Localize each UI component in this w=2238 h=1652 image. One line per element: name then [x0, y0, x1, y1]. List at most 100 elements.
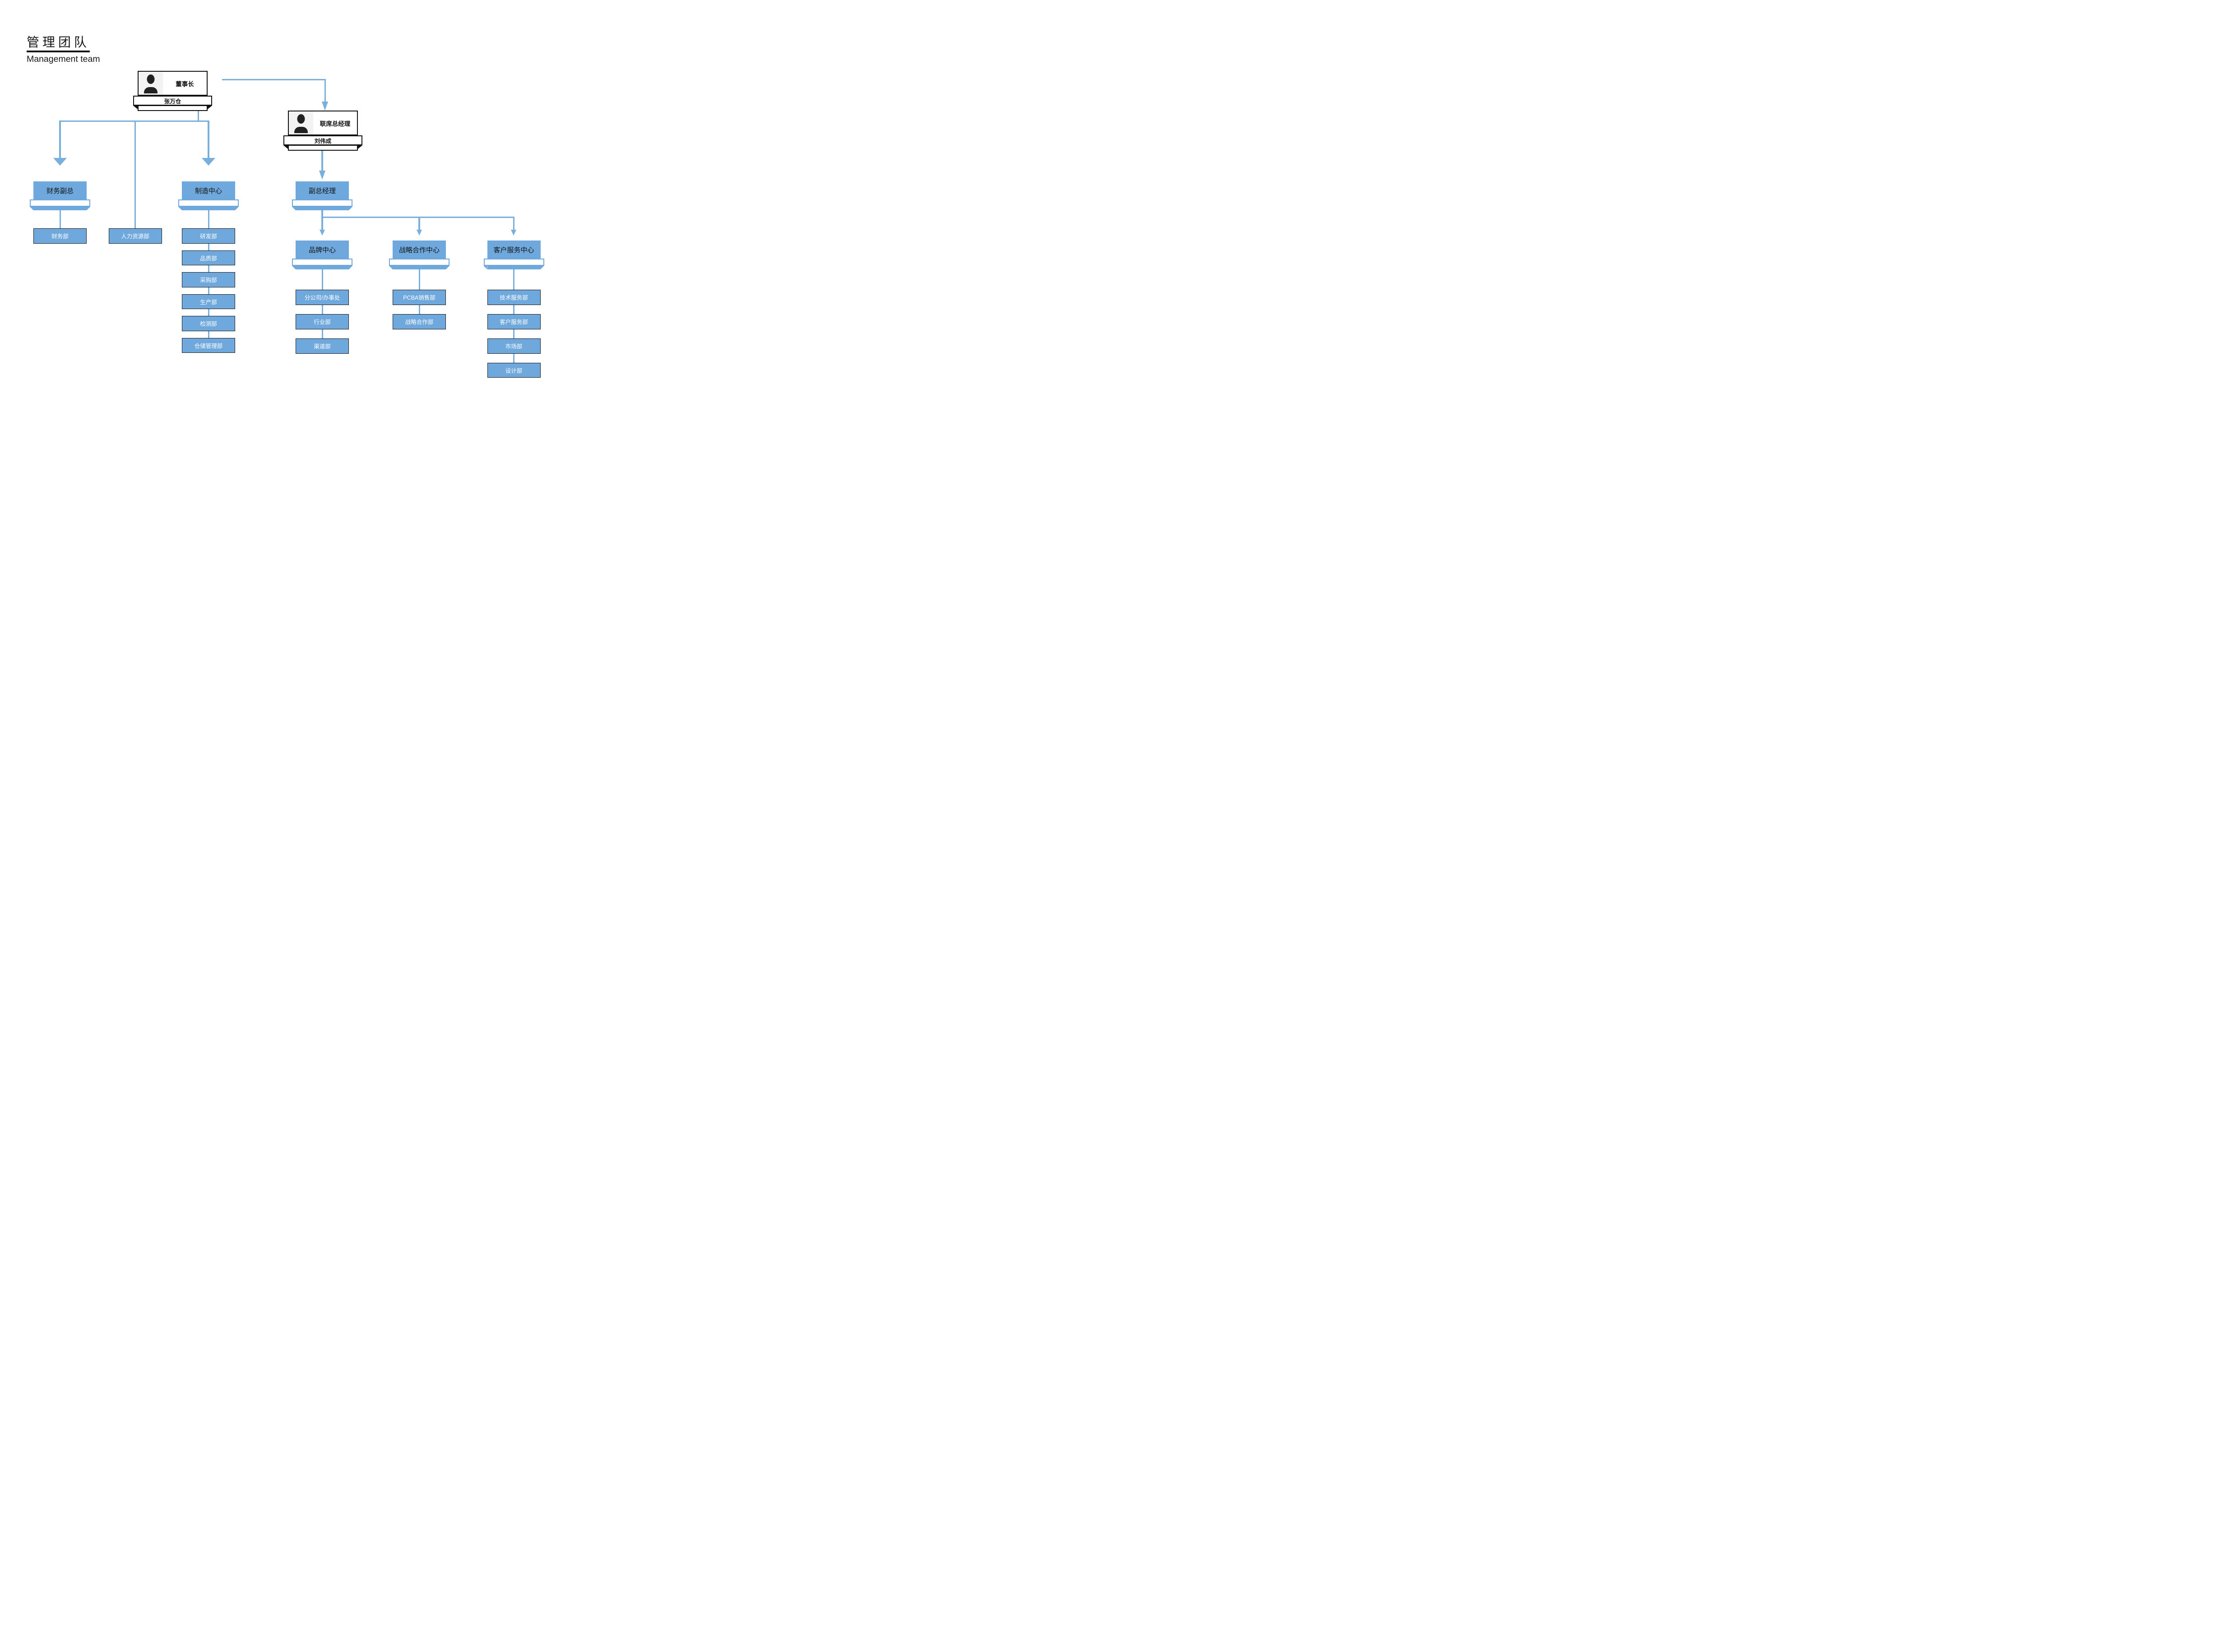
center-manufacturing: 制造中心	[178, 181, 239, 210]
connector-strategy-dept	[418, 268, 420, 290]
center-label: 客户服务中心	[487, 241, 541, 259]
connector-drop-strategy	[418, 217, 420, 230]
connector-customer-chain	[513, 329, 514, 339]
dept-design: 设计部	[487, 362, 541, 378]
center-strategy: 战略合作中心	[389, 241, 449, 269]
co-gm-title: 联席总经理	[320, 120, 351, 127]
banner-ribbon	[292, 259, 352, 266]
dept-warehouse: 仓储管理部	[182, 338, 235, 353]
chairman-title: 董事长	[176, 80, 194, 88]
chairman-name-ribbon: 张万仓	[133, 96, 212, 106]
center-label: 品牌中心	[296, 241, 349, 259]
org-chart: 管理团队 Management team	[0, 0, 560, 413]
ribbon-fold-right	[208, 106, 212, 109]
banner-fold-right	[446, 266, 449, 269]
connector-drop-brand	[321, 217, 323, 230]
connector-customer-chain	[513, 353, 514, 363]
banner-fold-right	[349, 266, 352, 269]
banner-tail	[296, 265, 349, 269]
dept-hr: 人力资源部	[108, 228, 162, 244]
co-gm-name-ribbon: 刘伟成	[283, 135, 362, 145]
arrowhead-down-icon	[416, 230, 422, 236]
banner-fold-right	[349, 207, 352, 210]
arrowhead-down-icon	[322, 102, 328, 111]
dept-customer-service: 客户服务部	[487, 314, 541, 329]
avatar	[139, 72, 163, 95]
avatar	[289, 111, 313, 134]
banner-fold-left	[30, 207, 33, 210]
page-subtitle: Management team	[27, 54, 100, 64]
connector-mfg-chain	[208, 243, 209, 251]
connector-chairman-cogm-v	[324, 79, 326, 102]
connector-chairman-cogm-h	[222, 79, 326, 80]
co-gm-box: 联席总经理	[288, 111, 358, 135]
center-customer: 客户服务中心	[483, 241, 544, 269]
banner-fold-left	[483, 266, 487, 269]
arrowhead-down-icon	[319, 171, 325, 180]
connector-drop-manufacturing	[208, 120, 209, 158]
person-icon	[297, 114, 305, 124]
page-title: 管理团队	[27, 35, 90, 49]
banner-fold-left	[292, 266, 296, 269]
dept-tech-service: 技术服务部	[487, 290, 541, 305]
person-icon	[293, 125, 309, 133]
dept-procurement: 采购部	[182, 272, 235, 287]
chairman-box: 董事长	[138, 71, 208, 96]
connector-cogm-deputy	[321, 151, 323, 171]
banner-fold-left	[178, 207, 182, 210]
arrowhead-down-icon	[319, 230, 325, 236]
dept-industry: 行业部	[296, 314, 349, 329]
arrowhead-down-icon	[202, 158, 215, 166]
banner-fold-right	[235, 207, 239, 210]
center-finance-vp: 财务副总	[30, 181, 90, 210]
banner-tail	[487, 265, 541, 269]
connector-mfg-chain	[208, 287, 209, 295]
ribbon-tail	[138, 105, 208, 111]
connector-mfg-chain	[208, 265, 209, 273]
connector-finance-dept	[59, 209, 61, 228]
center-brand: 品牌中心	[292, 241, 352, 269]
dept-strategic-coop: 战略合作部	[393, 314, 446, 329]
connector-drop-hr	[134, 120, 136, 228]
connector-brand-chain	[321, 305, 323, 315]
banner-fold-right	[87, 207, 90, 210]
chairman-card: 董事长 张万仓	[133, 71, 212, 111]
banner-tail	[182, 206, 235, 210]
banner-ribbon	[292, 199, 352, 207]
banner-fold-left	[292, 207, 296, 210]
connector-customer-chain	[513, 305, 514, 315]
connector-drop-customer	[513, 217, 515, 230]
connector-customer-dept	[513, 268, 514, 290]
banner-tail	[296, 206, 349, 210]
connector-mfg-dept	[208, 209, 209, 228]
dept-pcba-sales: PCBA销售部	[393, 290, 446, 305]
connector-brand-chain	[321, 329, 323, 339]
dept-production: 生产部	[182, 294, 235, 309]
connector-mfg-chain	[208, 330, 209, 338]
banner-fold-right	[540, 266, 544, 269]
banner-ribbon	[389, 259, 449, 266]
title-underline	[27, 51, 90, 52]
dept-finance: 财务部	[33, 228, 87, 244]
dept-marketing: 市场部	[487, 338, 541, 354]
arrowhead-down-icon	[53, 158, 67, 166]
dept-quality: 品质部	[182, 250, 235, 265]
dept-inspection: 检测部	[182, 316, 235, 331]
center-label: 副总经理	[296, 181, 349, 199]
dept-rd: 研发部	[182, 228, 235, 244]
connector-deputy-stub	[321, 210, 323, 217]
banner-ribbon	[483, 259, 544, 266]
connector-rail-2	[321, 216, 515, 218]
dept-branch-office: 分公司/办事处	[296, 290, 349, 305]
banner-tail	[393, 265, 446, 269]
ribbon-fold-left	[283, 145, 288, 149]
connector-mfg-chain	[208, 309, 209, 316]
ribbon-fold-left	[133, 106, 138, 109]
person-icon	[143, 86, 159, 93]
connector-drop-finance	[59, 120, 61, 158]
center-label: 财务副总	[33, 181, 87, 199]
connector-brand-dept	[321, 268, 323, 290]
banner-fold-left	[389, 266, 393, 269]
center-deputy-gm: 副总经理	[292, 181, 352, 210]
connector-strategy-chain	[418, 305, 420, 315]
